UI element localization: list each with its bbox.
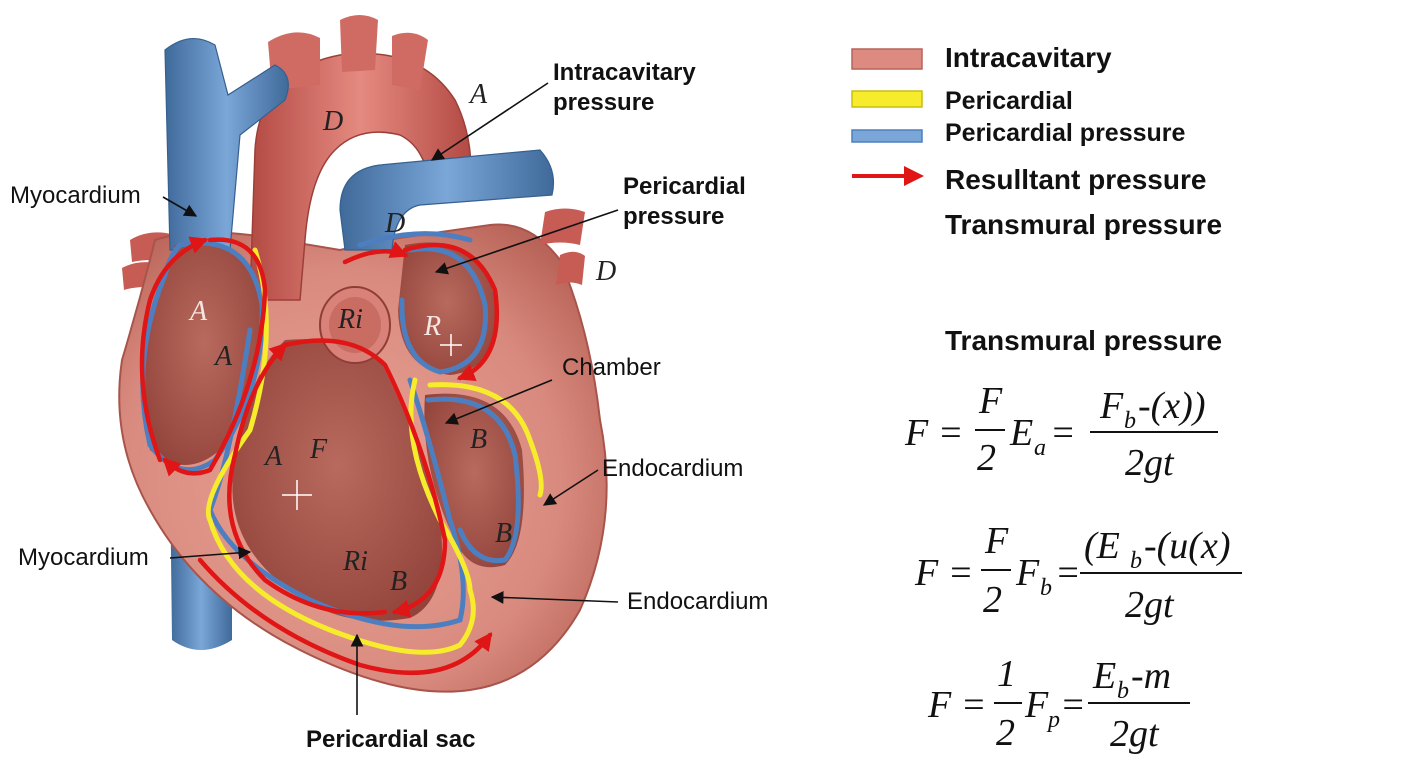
- letter-a-top: A: [468, 79, 488, 110]
- label-endocardium-bottom: Endocardium: [627, 588, 768, 615]
- callout-labels: Intracavitary pressure Pericardial press…: [10, 59, 768, 753]
- eq3-mid-sub: p: [1046, 707, 1060, 733]
- legend-label-pericardial-pressure: Pericardial pressure: [945, 119, 1186, 147]
- label-intracavitary-line1: Intracavitary: [553, 59, 696, 86]
- letter-a-ventricle: A: [263, 441, 283, 472]
- eq2-den: 2gt: [1125, 584, 1175, 626]
- letter-ri-top: Ri: [337, 304, 363, 335]
- letter-r-right: R: [423, 311, 441, 342]
- arch-branch-3: [392, 32, 428, 90]
- letter-d-arch: D: [322, 106, 343, 137]
- eq2-num-pre: (E: [1084, 525, 1120, 567]
- eq1-den: 2gt: [1125, 442, 1175, 484]
- eq3-equals: =: [1060, 684, 1086, 726]
- label-pericardial-line1: Pericardial: [623, 173, 746, 200]
- eq1-mid-sub: a: [1034, 435, 1046, 461]
- eq2-num-sub: b: [1130, 548, 1142, 574]
- chamber-letters: A D D D A A Ri R A F B B Ri B: [188, 79, 616, 597]
- eq3-num-rest: -m: [1131, 655, 1171, 697]
- eq2-mid: F: [1015, 552, 1040, 594]
- eq2-num-rest: -(u(x): [1144, 525, 1230, 567]
- crosshair-marks: [282, 334, 462, 510]
- eq1-frac-num: F: [978, 380, 1003, 422]
- eq1-frac-den: 2: [977, 437, 996, 479]
- letter-a-atrium: A: [188, 296, 208, 327]
- valve-ri-inner: [329, 297, 381, 353]
- legend-label-pericardial: Pericardial: [945, 87, 1073, 115]
- eq3-frac-num: 1: [997, 653, 1016, 695]
- eq3-num-main: E: [1092, 655, 1116, 697]
- label-chamber: Chamber: [562, 354, 661, 381]
- eq2-frac-den: 2: [983, 579, 1002, 621]
- eq2-frac-num: F: [984, 520, 1009, 562]
- eq2-mid-sub: b: [1040, 575, 1052, 601]
- heart-illustration: [118, 15, 608, 693]
- legend-swatch-intracavitary: [851, 48, 923, 70]
- letter-d-right: D: [595, 256, 616, 287]
- eq1-num-sub: b: [1124, 408, 1136, 434]
- eq3-den: 2gt: [1110, 713, 1160, 755]
- eq3-lhs: F =: [927, 684, 986, 726]
- right-vessel-stub-2: [556, 251, 585, 285]
- red-resultant-paths: [139, 236, 500, 676]
- eq1-num-main: F: [1099, 385, 1124, 427]
- letter-f-ventricle: F: [309, 434, 328, 465]
- eq3-mid: F: [1024, 684, 1049, 726]
- equations: Transmural pressure F = F 2 E a = F b -(…: [904, 325, 1242, 755]
- letter-b-bottom: B: [390, 566, 407, 597]
- arch-branch-2: [340, 15, 378, 72]
- leader-lines: [162, 82, 619, 715]
- label-intracavitary-line2: pressure: [553, 89, 654, 116]
- eq3-frac-den: 2: [996, 712, 1015, 754]
- legend-label-resultant: Resulltant pressure: [945, 164, 1206, 195]
- label-pericardial-line2: pressure: [623, 203, 724, 230]
- equation-2: F = F 2 F b = (E b -(u(x) 2gt: [914, 520, 1242, 626]
- superior-vena-cava: [164, 38, 289, 251]
- label-endocardium-right: Endocardium: [602, 455, 743, 482]
- eq1-equals: =: [1050, 412, 1076, 454]
- letter-b-right-1: B: [470, 424, 487, 455]
- right-vessel-stub-1: [540, 208, 585, 245]
- main-ventricle-chamber: [232, 339, 442, 621]
- letter-d-vessel: D: [384, 208, 405, 239]
- eq1-num-rest: -(x)): [1138, 385, 1205, 427]
- legend-label-transmural: Transmural pressure: [945, 209, 1222, 240]
- equation-3: F = 1 2 F p = E b -m 2gt: [927, 653, 1190, 755]
- eq2-lhs: F =: [914, 552, 973, 594]
- letter-a-atrium-2: A: [213, 341, 233, 372]
- label-pericardial-sac: Pericardial sac: [306, 726, 475, 753]
- label-myocardium-top: Myocardium: [10, 182, 141, 209]
- equations-title: Transmural pressure: [945, 325, 1222, 356]
- eq1-lhs: F =: [904, 412, 963, 454]
- eq2-equals: =: [1055, 552, 1081, 594]
- letter-ri-bottom: Ri: [342, 546, 368, 577]
- label-myocardium-bottom: Myocardium: [18, 544, 149, 571]
- pulmonary-trunk: [339, 149, 555, 251]
- eq3-num-sub: b: [1117, 678, 1129, 704]
- equation-1: F = F 2 E a = F b -(x)) 2gt: [904, 380, 1218, 484]
- legend-swatch-pericardial: [851, 90, 923, 108]
- legend: Intracavitary Pericardial Pericardial pr…: [851, 42, 1222, 240]
- eq1-mid: E: [1009, 412, 1033, 454]
- legend-label-intracavitary: Intracavitary: [945, 42, 1112, 73]
- legend-swatch-pericardial-pressure: [851, 129, 923, 143]
- left-atrium-chamber: [144, 242, 264, 465]
- letter-b-right-2: B: [495, 518, 512, 549]
